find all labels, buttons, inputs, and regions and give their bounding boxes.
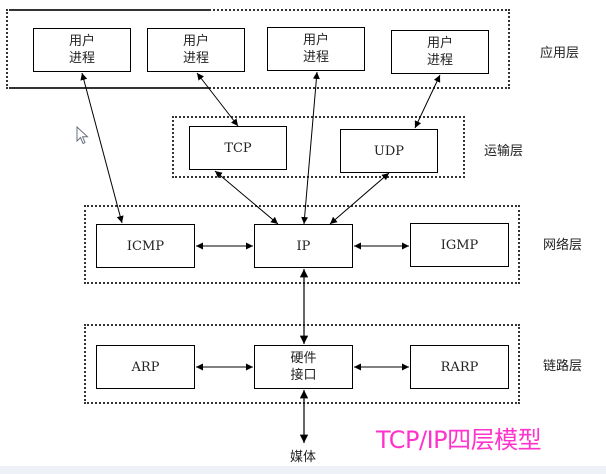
transport-layer-label: 运输层 [484, 144, 524, 159]
arp-label: ARP [131, 359, 160, 375]
edge-tcp-ip [214, 170, 279, 225]
application-layer-frame-right [6, 9, 510, 89]
hardware-interface-line2: 接口 [290, 368, 317, 383]
diagram-title: TCP/IP四层模型 [376, 426, 542, 454]
bottom-strip [0, 466, 606, 474]
icmp-label: ICMP [126, 238, 165, 254]
igmp-box: IGMP [410, 223, 509, 267]
user-process-1-line2: 进程 [68, 51, 95, 66]
arp-box: ARP [96, 345, 195, 389]
ip-box: IP [254, 224, 353, 268]
rarp-box: RARP [410, 345, 509, 389]
user-process-box-2: 用户进程 [147, 28, 245, 72]
hardware-interface-line1: 硬件 [290, 351, 317, 366]
hardware-interface-box: 硬件接口 [254, 345, 353, 389]
user-process-1-line1: 用户 [68, 34, 95, 49]
edge-user-process-4-udp [414, 74, 441, 129]
tcp-label: TCP [224, 140, 252, 156]
user-process-box-4: 用户进程 [391, 30, 489, 74]
edge-user-process-1-icmp [80, 72, 124, 224]
user-process-box-1: 用户进程 [33, 28, 131, 72]
rarp-label: RARP [440, 359, 479, 375]
tcp-box: TCP [189, 126, 287, 170]
user-process-3-line2: 进程 [302, 50, 329, 65]
udp-box: UDP [340, 129, 438, 173]
edge-udp-ip [329, 172, 390, 225]
icmp-box: ICMP [96, 224, 195, 268]
user-process-4-line1: 用户 [426, 36, 453, 51]
media-label: 媒体 [290, 450, 317, 465]
mouse-cursor-icon [76, 126, 89, 145]
network-layer-label: 网络层 [543, 238, 583, 253]
user-process-2-line2: 进程 [182, 51, 209, 66]
edge-user-process-3-ip [301, 71, 320, 225]
ip-label: IP [296, 238, 311, 254]
application-layer-label: 应用层 [540, 46, 580, 61]
igmp-label: IGMP [440, 237, 479, 253]
user-process-4-line2: 进程 [426, 53, 453, 68]
udp-label: UDP [373, 143, 405, 159]
user-process-2-line1: 用户 [182, 34, 209, 49]
link-layer-label: 链路层 [543, 359, 583, 374]
edge-user-process-2-tcp [196, 72, 239, 127]
user-process-box-3: 用户进程 [267, 27, 365, 71]
user-process-3-line1: 用户 [302, 33, 329, 48]
